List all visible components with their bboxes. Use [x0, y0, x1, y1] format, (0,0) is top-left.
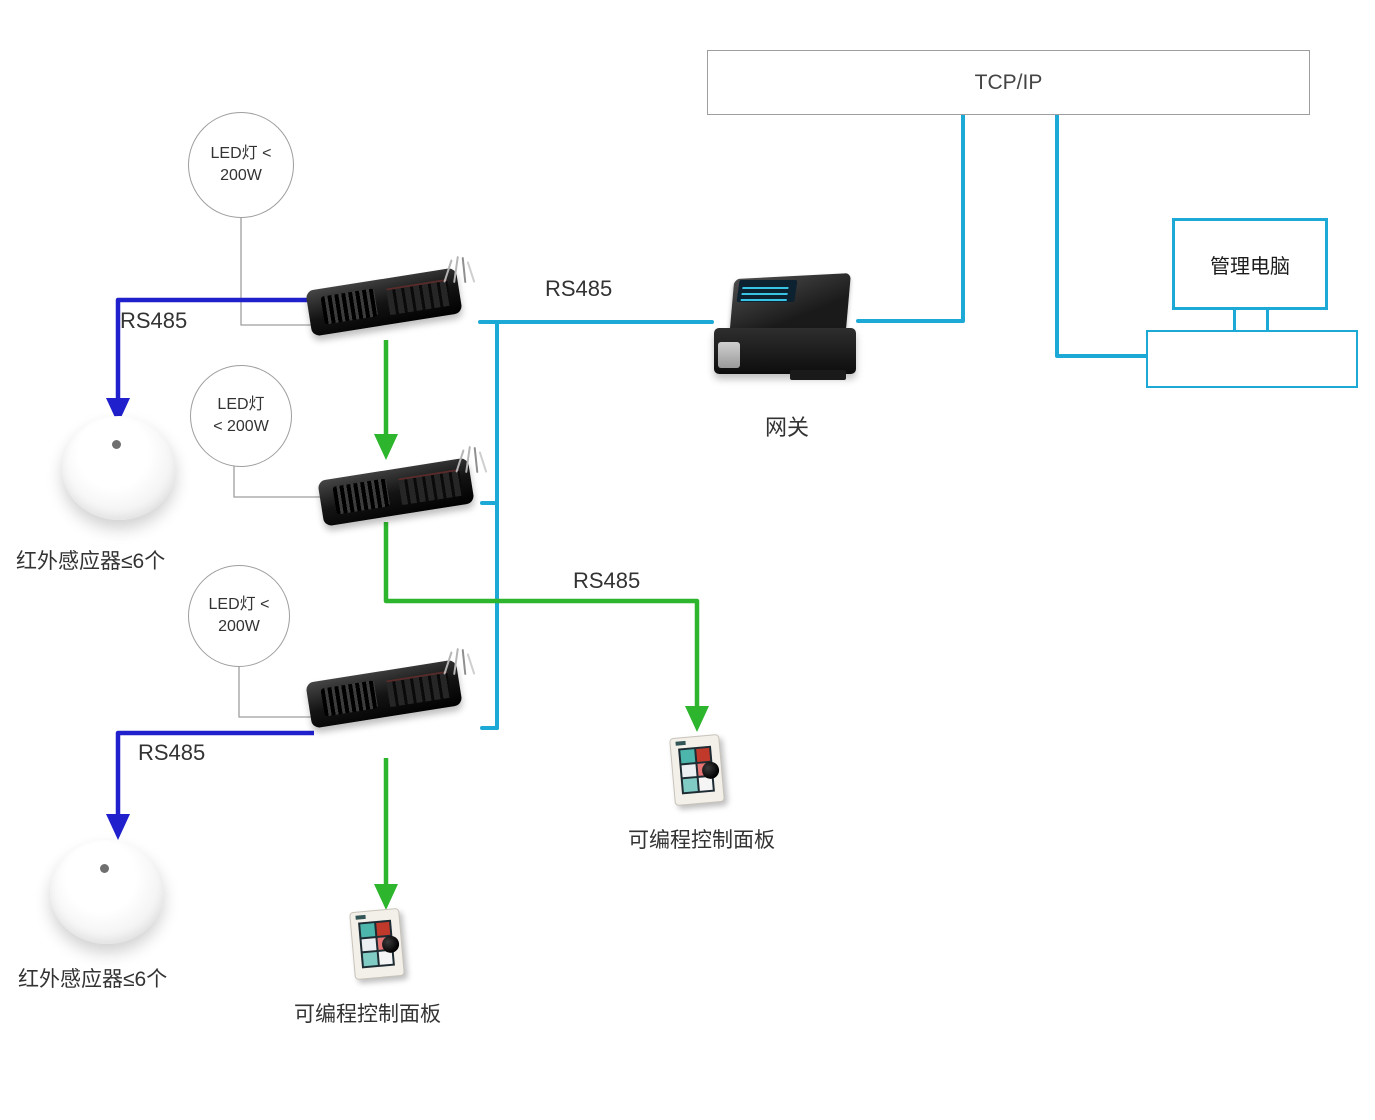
panel2-label: 可编程控制面板 [294, 1003, 441, 1026]
controller-grille [332, 478, 391, 515]
panel-face [669, 733, 725, 807]
tcpip-box: TCP/IP [707, 50, 1310, 115]
infrared-sensor-2-icon [50, 840, 164, 944]
led-controller-3 [300, 647, 476, 747]
led-load-node-2: LED灯 < 200W [190, 365, 292, 467]
led2-label-line1: LED灯 [217, 395, 265, 413]
controller-wire [466, 653, 476, 675]
infrared-sensor-1-icon [62, 416, 176, 520]
management-computer-monitor: 管理电脑 [1172, 218, 1328, 310]
controller-terminals [385, 670, 452, 708]
management-computer-label: 管理电脑 [1210, 255, 1290, 278]
sensor2-label: 红外感应器≤6个 [18, 968, 168, 991]
led3-label-line1: LED灯 < [208, 595, 270, 613]
controller-device-icon [305, 267, 463, 337]
led3-label-line2: 200W [218, 618, 260, 635]
led-controller-1 [300, 255, 476, 355]
controller-terminals [397, 468, 464, 506]
panel2-arrowhead-icon [374, 884, 398, 910]
controller-terminals [385, 278, 452, 316]
panel-face [349, 907, 405, 981]
control-panel-1-icon [669, 733, 734, 808]
led2-label-line2: < 200W [213, 418, 269, 435]
panel-knob [701, 761, 720, 780]
controller-grille [320, 680, 379, 717]
rs485-label-mid: RS485 [573, 568, 641, 593]
tcpip-to-gateway-line [856, 112, 965, 323]
led2-lead-line [233, 466, 334, 498]
panel-logo [355, 914, 366, 920]
gateway-label: 网关 [764, 415, 809, 440]
rs485-label-top-mid: RS485 [545, 276, 613, 301]
controller2-to-panel1-line [383, 522, 700, 708]
panel1-arrowhead-icon [685, 706, 709, 732]
led-load-node-3: LED灯 < 200W [188, 565, 290, 667]
sensor1-label: 红外感应器≤6个 [16, 550, 166, 573]
led1-lead-line [240, 218, 316, 326]
led-controller-2 [312, 445, 488, 545]
controller2-arrowhead-icon [374, 434, 398, 460]
gateway-device-icon [712, 272, 862, 384]
sensor2-arrowhead-icon [106, 814, 130, 840]
controller-device-icon [317, 457, 475, 527]
led3-lead-line [238, 667, 316, 718]
control-panel-2-icon [349, 907, 414, 982]
panel1-label: 可编程控制面板 [628, 829, 775, 852]
panel-logo [675, 740, 686, 746]
rs485-label-top-left: RS485 [120, 308, 188, 333]
led-load-node-1: LED灯 < 200W [188, 112, 294, 218]
controller-grille [320, 288, 379, 325]
sensor-body [50, 840, 164, 944]
gateway-screen [736, 280, 798, 302]
sensor-lens-dot [112, 440, 121, 449]
rs485-label-bottom-left: RS485 [138, 740, 206, 765]
controller-wire [478, 451, 488, 473]
sensor-body [62, 416, 176, 520]
rs485-to-sensor1-line [115, 297, 310, 400]
led1-label-line2: 200W [220, 167, 262, 184]
sensor1-arrowhead-icon [106, 398, 130, 424]
panel-knob [381, 935, 400, 954]
sensor-lens-dot [100, 864, 109, 873]
controller-wire [466, 261, 476, 283]
gateway-latch [718, 342, 740, 368]
led1-label-line1: LED灯 < [210, 144, 272, 162]
controller-device-icon [305, 659, 463, 729]
computer-base [1146, 330, 1358, 388]
gateway-mount [790, 370, 846, 380]
tcpip-label: TCP/IP [974, 70, 1043, 94]
tcpip-to-computer-line [1055, 112, 1148, 358]
rs485-to-sensor2-line [115, 730, 314, 816]
